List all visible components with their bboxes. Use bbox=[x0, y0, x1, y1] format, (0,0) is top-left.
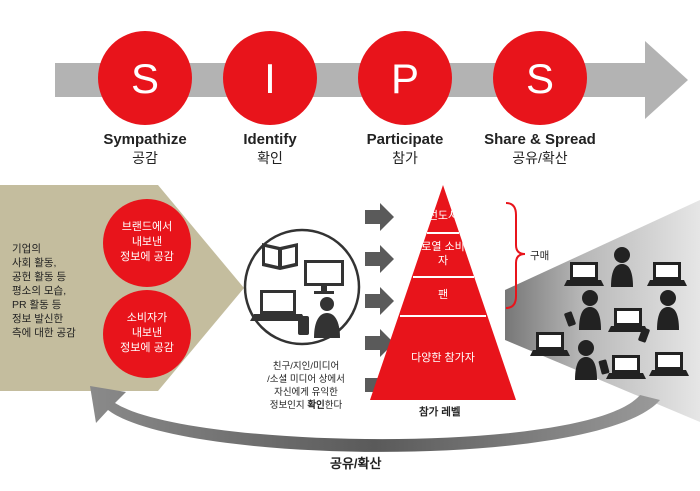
description-line: PR 활동 등 bbox=[12, 299, 62, 311]
identify-line: 자신에게 유익한 bbox=[274, 387, 338, 398]
stage-circle-p bbox=[358, 31, 452, 125]
stage-ko: 공감 bbox=[132, 150, 158, 166]
share-return-arrow bbox=[90, 386, 660, 452]
spread-beam bbox=[505, 200, 700, 422]
participation-pyramid bbox=[370, 185, 516, 400]
circle-line: 내보낸 bbox=[131, 327, 163, 339]
description-line: 공헌 활동 등 bbox=[12, 271, 67, 283]
stage-label-participate: Participate 참가 bbox=[325, 131, 485, 167]
description-line: 기업의 bbox=[12, 243, 41, 255]
identify-description: 친구/지인/미디어 /소셜 미디어 상에서 자신에게 유익한 정보인지 확인한다 bbox=[236, 360, 376, 412]
identify-line: 친구/지인/미디어 bbox=[272, 361, 340, 372]
description-line: 정보 발신한 bbox=[12, 313, 64, 325]
devices-icon bbox=[243, 228, 361, 346]
identify-emphasis: 확인 bbox=[307, 400, 325, 411]
consumer-empathy-text: 소비자가 내보낸 정보에 공감 bbox=[107, 311, 187, 356]
stage-label-identify: Identify 확인 bbox=[190, 131, 350, 167]
stage-ko: 참가 bbox=[392, 150, 418, 166]
stage-ko: 공유/확산 bbox=[512, 150, 568, 166]
stage-letter-1: I bbox=[264, 55, 276, 102]
stage-label-sympathize: Sympathize 공감 bbox=[65, 131, 225, 167]
stage-letter-2: P bbox=[391, 55, 419, 102]
circle-line: 정보에 공감 bbox=[120, 251, 174, 263]
brand-empathy-circle bbox=[103, 199, 191, 287]
flow-arrow-4 bbox=[365, 329, 394, 357]
stage-en: Share & Spread bbox=[484, 131, 596, 148]
description-line: 사회 활동, bbox=[12, 257, 57, 269]
consumer-empathy-circle bbox=[103, 290, 191, 378]
pyramid-level-loyal: 로열 소비자 bbox=[421, 241, 465, 267]
flow-arrow-2 bbox=[365, 245, 394, 273]
share-label: 공유/확산 bbox=[330, 456, 382, 471]
stage-en: Identify bbox=[243, 131, 297, 148]
stage-en: Sympathize bbox=[103, 131, 187, 148]
purchase-label: 구매 bbox=[530, 250, 550, 262]
stage-circle-s2 bbox=[493, 31, 587, 125]
stage-letter-3: S bbox=[526, 55, 554, 102]
pyramid-level-fan: 팬 bbox=[437, 289, 449, 301]
pyramid-caption: 참가 레벨 bbox=[419, 406, 461, 418]
stage-ko: 확인 bbox=[257, 150, 283, 166]
purchase-bracket bbox=[505, 202, 526, 309]
stage-label-share: Share & Spread 공유/확산 bbox=[460, 131, 620, 167]
sympathize-description: 기업의 사회 활동, 공헌 활동 등 평소의 모습, PR 활동 등 정보 발신… bbox=[12, 242, 102, 340]
flow-arrow-3 bbox=[365, 287, 394, 315]
description-line: 측에 대한 공감 bbox=[12, 327, 76, 339]
circle-line: 내보낸 bbox=[131, 236, 163, 248]
circle-line: 브랜드에서 bbox=[121, 221, 173, 233]
stage-letter-0: S bbox=[131, 55, 159, 102]
stage-circle-s bbox=[98, 31, 192, 125]
stage-circle-i bbox=[223, 31, 317, 125]
stage-en: Participate bbox=[366, 131, 444, 148]
description-line: 평소의 모습, bbox=[12, 285, 67, 297]
flow-arrow-1 bbox=[365, 203, 394, 231]
pyramid-level-participants: 다양한 참가자 bbox=[411, 352, 475, 364]
identify-line: /소셜 미디어 상에서 bbox=[267, 374, 345, 385]
circle-line: 소비자가 bbox=[126, 312, 168, 324]
crowd-icon bbox=[530, 247, 689, 380]
pyramid-level-leader: 선도사 bbox=[427, 210, 459, 222]
circle-line: 정보에 공감 bbox=[120, 342, 174, 354]
identify-line: 정보인지 확인한다 bbox=[269, 400, 343, 411]
brand-empathy-text: 브랜드에서 내보낸 정보에 공감 bbox=[107, 220, 187, 265]
